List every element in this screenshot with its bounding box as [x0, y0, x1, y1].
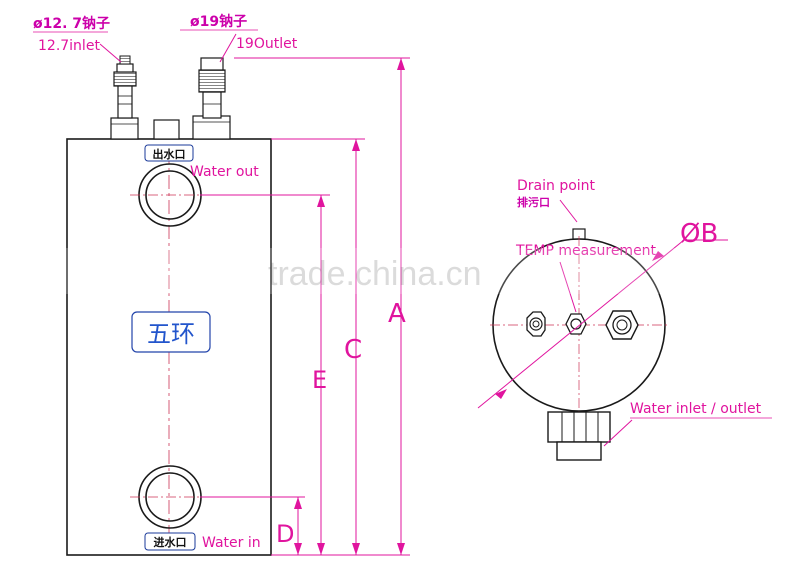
dim-b-label: ØB	[680, 219, 718, 249]
outlet-label-cn: ø19钠子	[190, 13, 247, 30]
dim-d-label: D	[276, 520, 294, 548]
water-inlet-outlet-label: Water inlet / outlet	[630, 401, 762, 417]
front-view: 出水口 Water out 进水口 Water in 五环	[66, 55, 272, 556]
inlet-pipe	[113, 55, 137, 119]
drain-label: Drain point	[517, 178, 596, 194]
outlet-pipe	[198, 57, 226, 119]
temp-label: TEMP measurement	[515, 243, 657, 259]
drain-label-cn: 排污口	[517, 195, 550, 209]
outlet-label: 19Outlet	[236, 36, 298, 52]
brand-box	[131, 311, 211, 353]
outlet-fitting-base	[192, 115, 231, 140]
inlet-label: 12.7inlet	[38, 38, 100, 54]
dim-e-label: E	[312, 366, 327, 394]
nut-small	[526, 311, 546, 337]
water-out-label-cn: 出水口	[153, 147, 186, 161]
dim-a-label: A	[388, 299, 406, 329]
watermark-text: trade.china.cn	[268, 255, 482, 293]
nut-middle	[565, 313, 587, 335]
bottom-connector	[547, 411, 611, 461]
dim-c-label: C	[344, 335, 362, 365]
water-in-port	[130, 465, 210, 529]
dimensions	[200, 57, 410, 556]
middle-fitting-base	[153, 119, 180, 140]
top-labels: ø12. 7钠子 12.7inlet ø19钠子 19Outlet	[33, 13, 298, 63]
water-out-label: Water out	[190, 164, 259, 180]
inlet-fitting-base	[110, 117, 139, 140]
water-out-label-box	[144, 144, 194, 162]
water-in-label-cn: 进水口	[154, 535, 187, 549]
inlet-label-cn: ø12. 7钠子	[33, 15, 110, 32]
water-out-port	[130, 163, 210, 227]
water-in-label: Water in	[202, 535, 261, 551]
watermark: trade.china.cn	[30, 248, 750, 294]
water-in-label-box	[144, 532, 196, 551]
brand-text: 五环	[147, 320, 195, 348]
side-view: Drain point 排污口 TEMP measurement	[477, 178, 772, 461]
nut-large	[605, 310, 639, 340]
